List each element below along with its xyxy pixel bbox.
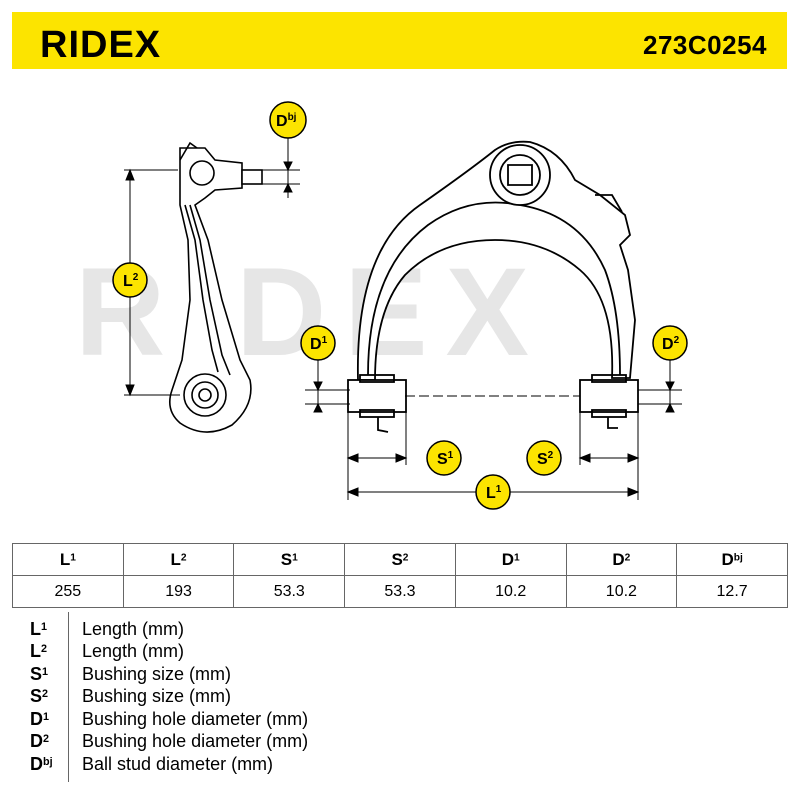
header-s2: S2 (344, 543, 456, 576)
header-s1: S1 (233, 543, 346, 576)
spec-table-value-row: 255 193 53.3 53.3 10.2 10.2 12.7 (12, 575, 788, 608)
badge-d1: D1 (300, 325, 336, 361)
badge-s2: S2 (526, 440, 562, 476)
legend-description: Bushing hole diameter (mm) (82, 731, 309, 751)
spec-table-header-row: L1 L2 S1 S2 D1 D2 Dbj (12, 543, 788, 576)
value-dbj: 12.7 (676, 575, 788, 608)
svg-text:S1: S1 (437, 450, 454, 468)
svg-text:S2: S2 (537, 450, 554, 468)
side-view (169, 141, 263, 433)
legend (12, 607, 788, 786)
header-bar: RIDEX 273C0254 (12, 12, 787, 69)
badge-d2: D2 (652, 325, 688, 361)
value-s2: 53.3 (344, 575, 456, 608)
technical-drawing: RIDEX (75, 101, 688, 510)
front-view (347, 140, 639, 433)
legend-description: Length (mm) (82, 641, 185, 661)
svg-text:D2: D2 (662, 335, 680, 353)
svg-text:Dbj: Dbj (276, 112, 297, 130)
header-d1: D1 (454, 543, 567, 576)
legend-symbol: S1 (30, 664, 49, 684)
legend-description: Bushing hole diameter (mm) (82, 709, 309, 729)
value-l2: 193 (122, 575, 235, 608)
svg-text:RIDEX: RIDEX (40, 27, 161, 61)
value-d2: 10.2 (565, 575, 678, 608)
legend-description: Ball stud diameter (mm) (82, 754, 274, 774)
svg-text:D1: D1 (310, 335, 328, 353)
value-d1: 10.2 (454, 575, 567, 608)
value-l1: 255 (12, 575, 124, 608)
watermark-text: RIDEX (75, 243, 547, 382)
legend-description: Length (mm) (82, 619, 185, 639)
legend-symbol: D1 (30, 709, 50, 729)
legend-symbol: Dbj (30, 754, 53, 774)
legend-symbol: D2 (30, 731, 50, 751)
header-d2: D2 (565, 543, 678, 576)
svg-text:L2: L2 (123, 272, 139, 290)
badge-l1: L1 (475, 474, 511, 510)
header-dbj: Dbj (676, 543, 788, 576)
legend-description: Bushing size (mm) (82, 686, 232, 706)
badge-s1: S1 (426, 440, 462, 476)
legend-symbol: L1 (30, 619, 48, 639)
svg-text:L1: L1 (486, 484, 502, 502)
part-number: 273C0254 (643, 30, 767, 60)
spec-table: L1 L2 S1 S2 D1 D2 Dbj 255 193 53.3 53.3 … (12, 543, 788, 608)
header-l2: L2 (122, 543, 235, 576)
legend-divider (68, 612, 69, 782)
legend-symbol: L2 (30, 641, 48, 661)
badge-dbj: Dbj (269, 101, 307, 139)
ridex-logo: RIDEX (40, 27, 161, 61)
value-s1: 53.3 (233, 575, 346, 608)
header-l1: L1 (12, 543, 124, 576)
legend-symbol: S2 (30, 686, 49, 706)
badge-l2: L2 (112, 262, 148, 298)
legend-description: Bushing size (mm) (82, 664, 232, 684)
